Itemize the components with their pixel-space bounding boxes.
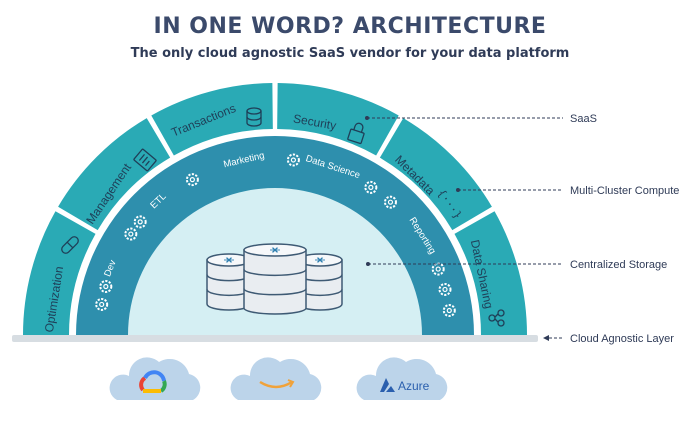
callout-label-compute: Multi-Cluster Compute xyxy=(570,185,679,197)
pills-icon xyxy=(61,236,79,254)
storage-cylinder-center xyxy=(243,243,307,315)
amazon-icon xyxy=(259,379,295,389)
gear-icon xyxy=(95,297,109,311)
google-cloud-provider xyxy=(109,357,201,400)
gear-icon xyxy=(442,304,456,318)
page-subtitle: The only cloud agnostic SaaS vendor for … xyxy=(130,46,570,61)
snowflake-icon xyxy=(224,257,234,263)
database-sync-icon xyxy=(246,107,262,127)
amazon-provider xyxy=(230,357,322,400)
lock-icon xyxy=(347,122,365,145)
gear-icon xyxy=(438,282,452,296)
gear-icon xyxy=(99,279,113,293)
callout-arrow-layer xyxy=(543,335,549,341)
gear-icon xyxy=(383,195,397,209)
google-cloud-icon xyxy=(139,370,167,393)
snowflake-icon xyxy=(315,257,325,263)
azure-provider: Azure xyxy=(356,357,448,400)
segment-transactions xyxy=(151,83,273,156)
segment-security xyxy=(277,83,399,156)
callout-label-saas: SaaS xyxy=(570,113,597,125)
centralized-storage-cylinders xyxy=(206,243,343,315)
gear-icon xyxy=(124,227,138,241)
compute-ring xyxy=(76,136,474,335)
snowflake-icon xyxy=(270,247,280,253)
storage-cylinder-left xyxy=(206,253,252,311)
gear-icon xyxy=(364,180,378,194)
share-icon xyxy=(488,309,505,327)
document-icon xyxy=(133,148,157,172)
cloud-providers: Azure xyxy=(109,357,448,400)
azure-label: Azure xyxy=(398,379,430,393)
storage-cylinder-right xyxy=(297,253,343,311)
segment-management xyxy=(58,118,171,231)
callout-label-layer: Cloud Agnostic Layer xyxy=(570,333,674,345)
callout-label-storage: Centralized Storage xyxy=(570,259,667,271)
azure-icon xyxy=(380,378,395,392)
gear-icon xyxy=(185,173,199,187)
gear-icon xyxy=(133,215,147,229)
segment-data-sharing xyxy=(454,211,527,335)
page-title: IN ONE WORD? ARCHITECTURE xyxy=(153,14,547,39)
gear-icon xyxy=(286,153,300,167)
callouts: SaaS Multi-Cluster Compute Centralized S… xyxy=(365,113,679,345)
cloud-agnostic-layer-bar xyxy=(12,335,538,342)
segment-metadata xyxy=(379,118,492,231)
